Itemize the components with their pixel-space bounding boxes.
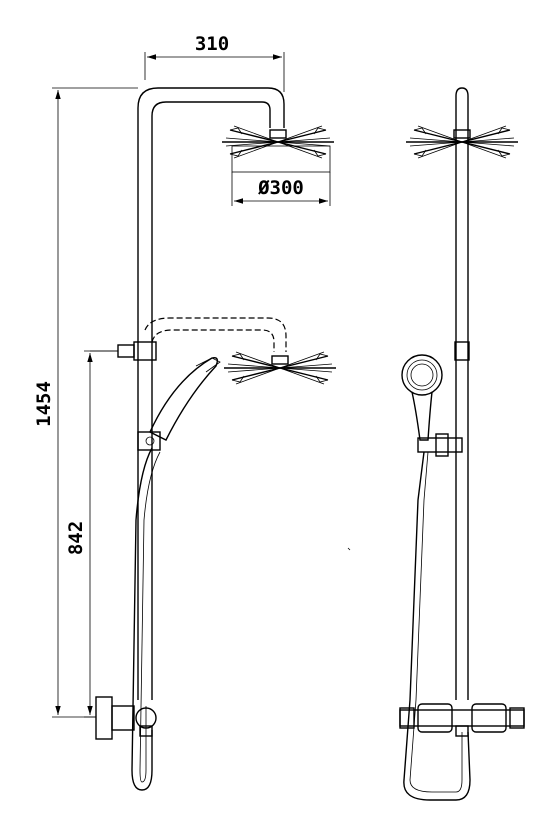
alt-arm-outer [144,317,287,352]
head-outline [231,145,331,173]
wall-hatch [95,696,113,740]
riser-pipe-outer [137,87,285,700]
overhead-shower-head [221,125,335,173]
alt-arm-inner [151,329,275,352]
front-hose-outer [403,451,471,801]
dim-1454-label: 1454 [33,381,55,427]
front-hand-shower [401,354,463,457]
hose-inner [139,451,161,783]
front-hose-inner [409,451,463,793]
side-view: 310 Ø300 1454 842 [33,33,337,791]
stray-mark [347,547,351,551]
front-overhead-head [405,125,519,159]
dim-310: 310 [144,33,285,92]
dim-842: 842 [65,350,118,718]
front-view [399,87,525,801]
front-mixer [399,703,525,737]
front-riser-bracket [454,341,470,361]
dim-842-label: 842 [65,521,87,555]
wall-bracket [117,344,135,358]
side-mixer [95,696,157,740]
dim-diameter-300: Ø300 [231,172,331,206]
dim-300-label: Ø300 [257,177,304,199]
dim-310-label: 310 [195,33,229,55]
riser-pipe-inner [151,101,271,700]
dim-1454: 1454 [33,87,138,718]
alt-shower-head [223,351,337,385]
hose-outer [131,447,153,791]
front-riser [455,87,469,700]
hand-shower [137,356,221,451]
